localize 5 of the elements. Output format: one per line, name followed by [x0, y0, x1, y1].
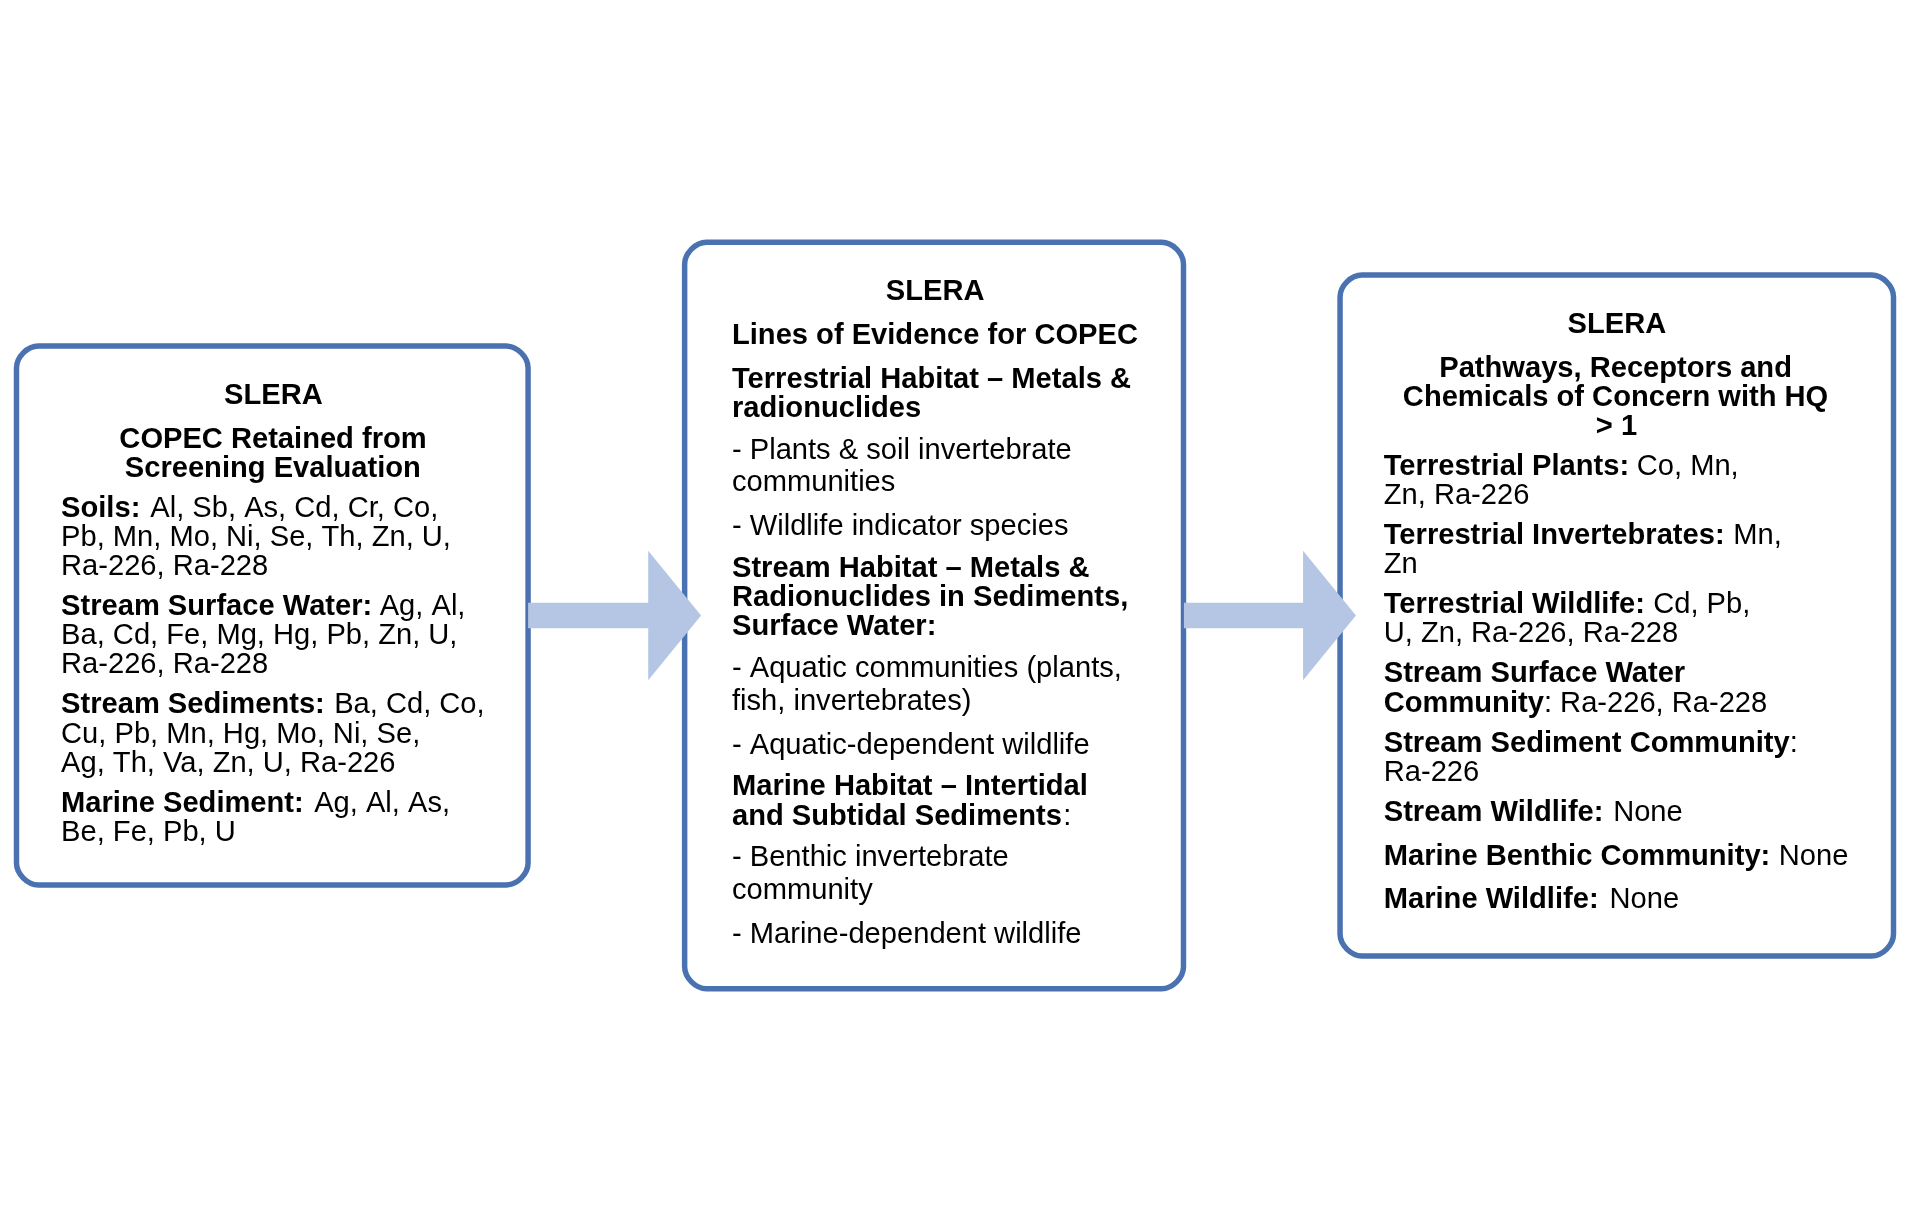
node-box: SLERA Pathways, Receptors and Chemicals of Concern with HQ > 1 Terrestrial Plants: Co, Mn, Zn, Ra-226 Terrestrial Invertebrates: Mn, Zn Terrestrial Wildlife: Cd, Pb, U, Zn, Ra-226, Ra-228 Stream Surface Water Community: Ra-226, Ra-228 Stream Sediment Community: Ra-226 Stream Wildlife: None Marine Benthic Community: None Marine Wildlife: None [1337, 271, 1897, 959]
arrow [1183, 550, 1356, 680]
arrow [528, 550, 702, 680]
node-box: SLERA Lines of Evidence for COPEC Terrestrial Habitat – Metals & radionuclides - Plants & soil invertebrate communities - Wildlife indicator species Stream Habitat – Metals & Radionuclides in Sediments, Surface Water: - Aquatic communities (plants, fish, invertebrates) - Aquatic-dependent wildlife Marine Habitat – Intertidal and Subtidal Sediments: - Benthic invertebrate community - Marine-dependent wildlife [681, 239, 1187, 991]
node-box: SLERA COPEC Retained from Screening Evaluation Soils: Al, Sb, As, Cd, Cr, Co, Pb, Mn, Mo, Ni, Se, Th, Zn, U, Ra-226, Ra-228 Stream Surface Water: Ag, Al, Ba, Cd, Fe, Mg, Hg, Pb, Zn, U, Ra-226, Ra-228 Stream Sediments: Ba, Cd, Co, Cu, Pb, Mn, Hg, Mo, Ni, Se, Ag, Th, Va, Zn, U, Ra-226 Marine Sediment: Ag, Al, As, Be, Fe, Pb, U [13, 342, 531, 888]
